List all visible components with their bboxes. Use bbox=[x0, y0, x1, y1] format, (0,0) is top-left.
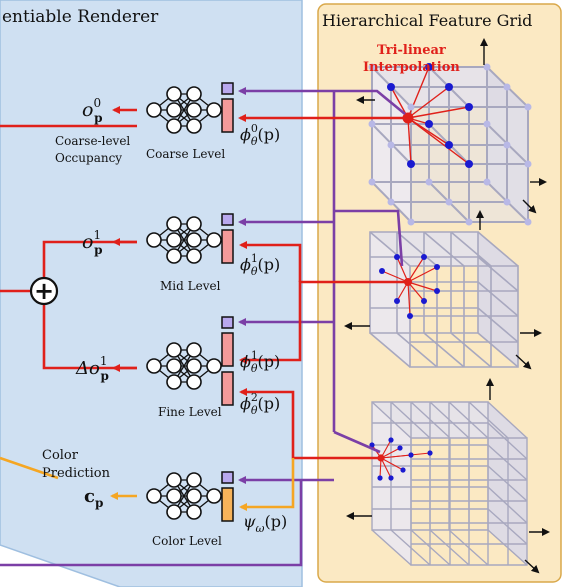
coarse-mlp-icon bbox=[146, 86, 222, 134]
mid-mlp-icon bbox=[146, 216, 222, 264]
color-caption-1: Color bbox=[42, 448, 79, 463]
orange-connections bbox=[0, 456, 295, 511]
coarse-sample-point bbox=[402, 112, 414, 124]
fine-axes bbox=[346, 378, 550, 574]
fine-mlp-icon bbox=[146, 342, 222, 390]
coarse-level-label: Coarse Level bbox=[146, 147, 225, 161]
mid-axes bbox=[344, 210, 542, 370]
coarse-axes bbox=[356, 38, 547, 214]
coarse-interpolation bbox=[368, 63, 532, 226]
mid-grid-cube bbox=[369, 231, 519, 368]
color-caption-2: Prediction bbox=[42, 466, 111, 481]
color-feature-label: ψω(p) bbox=[243, 512, 287, 535]
sum-node: + bbox=[29, 276, 59, 306]
mid-sample-point bbox=[404, 278, 412, 286]
fine-level-label: Fine Level bbox=[158, 405, 222, 419]
feature-grid-title: Hierarchical Feature Grid bbox=[322, 11, 532, 30]
mid-interpolation bbox=[379, 254, 440, 319]
purple-connections bbox=[0, 87, 406, 567]
red-connections bbox=[0, 114, 405, 460]
fine-grid-cube bbox=[371, 401, 528, 566]
color-feature-blocks bbox=[221, 471, 234, 522]
color-mlp-icon bbox=[146, 472, 222, 520]
svg-text:+: + bbox=[34, 277, 54, 305]
fine-sample-point bbox=[377, 454, 385, 462]
coarse-feature-blocks bbox=[221, 82, 234, 133]
renderer-title: entiable Renderer bbox=[2, 7, 159, 27]
mid-feature-blocks bbox=[221, 213, 234, 264]
mid-level-label: Mid Level bbox=[160, 279, 221, 293]
coarse-caption-1: Coarse-level bbox=[55, 134, 130, 148]
interp-label-line1: Tri-linear bbox=[377, 43, 446, 58]
interp-label-line2: Interpolation bbox=[363, 60, 460, 75]
coarse-caption-2: Occupancy bbox=[55, 151, 122, 165]
color-level-label: Color Level bbox=[152, 534, 222, 548]
fine-interpolation bbox=[369, 437, 433, 481]
fine-feature-blocks bbox=[221, 316, 234, 406]
output-arrows bbox=[112, 106, 137, 372]
renderer-panel bbox=[0, 0, 303, 587]
color-output-label: cp bbox=[84, 486, 103, 510]
